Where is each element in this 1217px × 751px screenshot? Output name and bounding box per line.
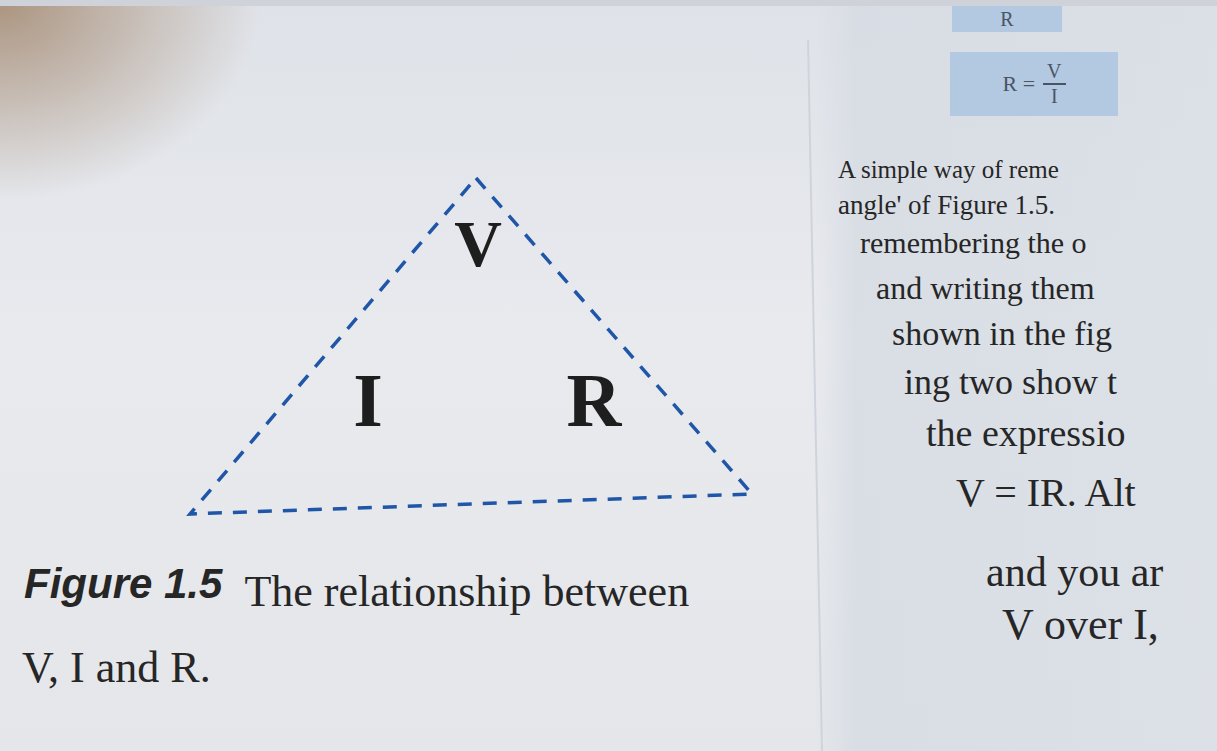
formula-text: R xyxy=(966,8,1048,30)
body-text-line: the expressio xyxy=(926,412,1125,456)
body-text-line: angle' of Figure 1.5. xyxy=(838,190,1055,221)
formula-text: R = xyxy=(1002,71,1035,97)
figure-caption: The relationship between V, I and R. xyxy=(22,554,722,706)
ohms-law-triangle: V I R xyxy=(186,172,758,522)
text-column-shade xyxy=(815,0,1217,751)
quantity-symbol: R xyxy=(567,362,622,438)
body-text-line: A simple way of reme xyxy=(838,156,1059,185)
numerator: V xyxy=(1043,60,1065,85)
body-text-line: and writing them xyxy=(876,270,1095,307)
figure-number: Figure 1.5 xyxy=(24,560,222,608)
body-text-line: V over I, xyxy=(1002,600,1159,651)
triangle-outline xyxy=(190,178,752,514)
fraction: VI xyxy=(1043,60,1065,108)
body-text-line: remembering the o xyxy=(860,226,1087,261)
formula-box: R = VI xyxy=(950,52,1118,116)
quantity-symbol: I xyxy=(353,362,383,438)
body-text-line: shown in the fig xyxy=(892,314,1112,353)
denominator: I xyxy=(1047,85,1062,108)
column-rule xyxy=(808,40,822,751)
formula-box: R xyxy=(952,6,1062,32)
body-text-line: ing two show t xyxy=(904,362,1117,403)
body-text-line: and you ar xyxy=(986,548,1163,596)
quantity-symbol: V xyxy=(454,211,502,277)
body-text-line: V = IR. Alt xyxy=(956,470,1136,516)
